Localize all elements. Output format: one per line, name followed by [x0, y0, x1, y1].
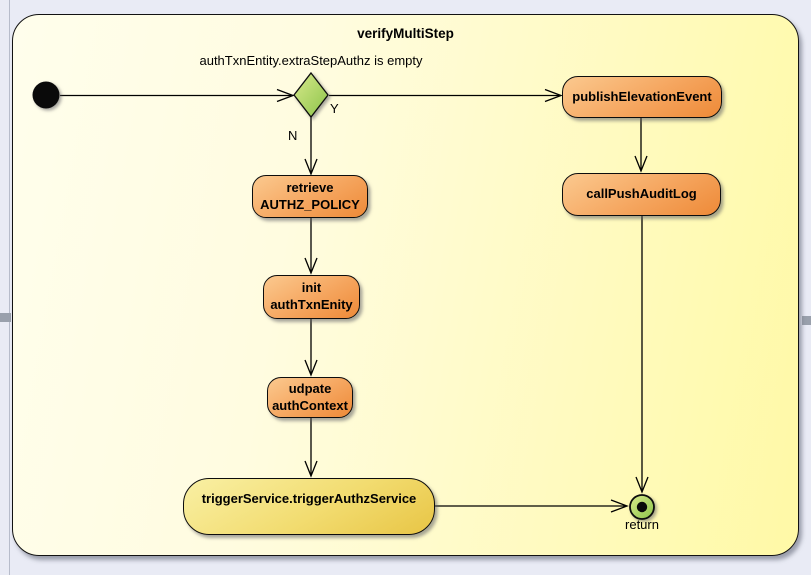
action-publish-elevation-event[interactable]: publishElevationEvent [562, 76, 722, 118]
splitter-handle-left[interactable] [0, 313, 11, 322]
edge-trigger-to-final[interactable] [435, 499, 629, 513]
action-retrieve-authz-policy[interactable]: retrieve AUTHZ_POLICY [252, 175, 368, 218]
edge-start-to-decision[interactable] [60, 88, 295, 103]
action-trigger-authz-service[interactable]: triggerService.triggerAuthzService [183, 478, 435, 535]
edge-audit-to-final[interactable] [635, 216, 649, 494]
decision-diamond-icon[interactable] [293, 71, 329, 119]
action-label: publishElevationEvent [572, 88, 712, 104]
guard-label-yes: Y [330, 101, 339, 116]
final-node-label: return [625, 517, 659, 532]
action-init-auth-txn-entity[interactable]: init authTxnEnity [263, 275, 360, 319]
edge-publish-to-audit[interactable] [634, 118, 648, 173]
action-label: retrieve AUTHZ_POLICY [260, 179, 360, 212]
activity-final-icon[interactable] [629, 494, 655, 520]
splitter-handle-right[interactable] [802, 316, 811, 325]
action-update-auth-context[interactable]: udpate authContext [267, 377, 353, 418]
edge-decision-to-publish[interactable] [329, 88, 563, 103]
action-label: triggerService.triggerAuthzService [201, 491, 417, 506]
action-call-push-audit-log[interactable]: callPushAuditLog [562, 173, 721, 216]
guard-label-no: N [288, 128, 298, 143]
edge-decision-to-retrieve[interactable] [304, 117, 318, 176]
edge-retrieve-to-init[interactable] [304, 218, 318, 275]
action-label: init authTxnEnity [270, 280, 353, 312]
edge-init-to-update[interactable] [304, 319, 318, 377]
panel-edge-line [9, 0, 10, 575]
action-label: callPushAuditLog [586, 186, 697, 202]
edge-update-to-trigger[interactable] [304, 418, 318, 478]
action-label: udpate authContext [272, 380, 348, 413]
initial-node-icon[interactable] [32, 81, 60, 109]
activity-frame-title: verifyMultiStep [357, 26, 454, 41]
decision-condition-label: authTxnEntity.extraStepAuthz is empty [199, 53, 423, 68]
